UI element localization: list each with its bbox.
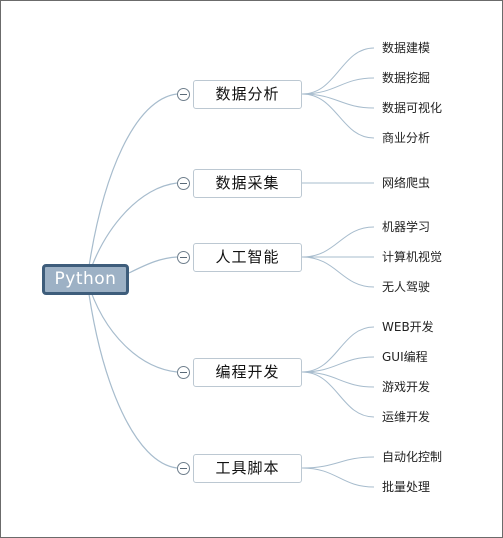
branch-node-1[interactable]: 数据采集 — [193, 169, 302, 198]
link-branch-4-leaf-0 — [301, 456, 375, 469]
link-root-to-branch-0 — [86, 93, 178, 281]
minus-circle-icon[interactable] — [177, 177, 190, 190]
minus-circle-icon[interactable] — [177, 251, 190, 264]
minus-circle-icon[interactable] — [177, 88, 190, 101]
link-branch-3-leaf-2 — [301, 371, 375, 388]
branch-node-0[interactable]: 数据分析 — [193, 80, 302, 109]
leaf-node[interactable]: 网络爬虫 — [382, 176, 431, 190]
link-branch-3-leaf-1 — [301, 356, 375, 373]
link-branch-2-leaf-2 — [301, 256, 375, 288]
link-branch-3-leaf-3 — [301, 371, 375, 418]
leaf-node[interactable]: 数据建模 — [382, 41, 431, 55]
leaf-node[interactable]: WEB开发 — [382, 320, 434, 334]
link-root-to-branch-4 — [86, 279, 178, 469]
branch-node-4[interactable]: 工具脚本 — [193, 454, 302, 483]
leaf-node[interactable]: 批量处理 — [382, 480, 431, 494]
link-branch-0-leaf-0 — [301, 47, 375, 95]
branch-node-2[interactable]: 人工智能 — [193, 243, 302, 272]
link-branch-3-leaf-0 — [301, 326, 375, 373]
minus-circle-icon[interactable] — [177, 462, 190, 475]
leaf-node[interactable]: 游戏开发 — [382, 380, 431, 394]
leaf-node[interactable]: 自动化控制 — [382, 450, 443, 464]
leaf-node[interactable]: GUI编程 — [382, 350, 428, 364]
branch-node-3[interactable]: 编程开发 — [193, 358, 302, 387]
minus-circle-icon[interactable] — [177, 366, 190, 379]
leaf-node[interactable]: 运维开发 — [382, 410, 431, 424]
link-branch-4-leaf-1 — [301, 467, 375, 488]
link-root-to-branch-1 — [86, 182, 178, 281]
leaf-node[interactable]: 机器学习 — [382, 220, 431, 234]
root-node[interactable]: Python — [42, 264, 129, 295]
leaf-node[interactable]: 数据可视化 — [382, 101, 443, 115]
leaf-node[interactable]: 数据挖掘 — [382, 71, 431, 85]
link-root-to-branch-3 — [86, 279, 178, 373]
link-branch-0-leaf-3 — [301, 93, 375, 139]
link-root-to-branch-2 — [128, 256, 178, 274]
leaf-node[interactable]: 无人驾驶 — [382, 280, 431, 294]
link-branch-0-leaf-1 — [301, 77, 375, 95]
leaf-node[interactable]: 商业分析 — [382, 131, 431, 145]
link-branch-0-leaf-2 — [301, 93, 375, 109]
leaf-node[interactable]: 计算机视觉 — [382, 250, 443, 264]
link-branch-2-leaf-0 — [301, 226, 375, 258]
